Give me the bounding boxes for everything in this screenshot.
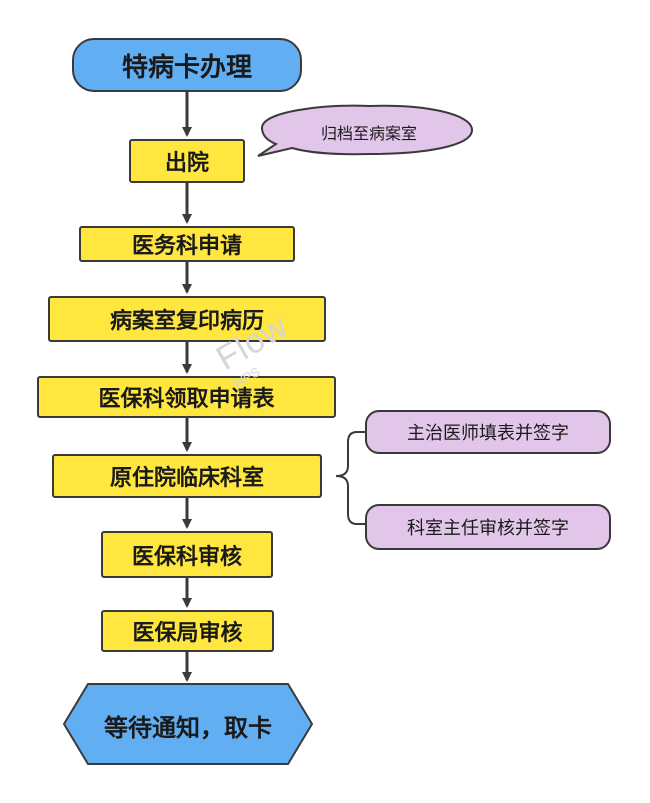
callout-bubble-shape xyxy=(257,104,474,157)
side-note-attending-sign: 主治医师填表并签字 xyxy=(365,410,611,454)
step-insurance-form-label: 医保科领取申请表 xyxy=(98,387,275,412)
start-node-label: 特病卡办理 xyxy=(121,52,252,83)
start-node: 特病卡办理 xyxy=(72,38,302,92)
step-medical-affairs-apply-label: 医务科申请 xyxy=(131,234,242,259)
side-note-attending-sign-label: 主治医师填表并签字 xyxy=(407,423,569,444)
step-medical-affairs-apply: 医务科申请 xyxy=(79,226,295,262)
side-note-director-sign-label: 科室主任审核并签字 xyxy=(407,518,569,539)
step-discharge-label: 出院 xyxy=(164,151,209,176)
step-records-copy-label: 病案室复印病历 xyxy=(109,309,264,334)
callout-label: 归档至病案室 xyxy=(320,124,417,143)
step-original-department-label: 原住院临床科室 xyxy=(109,466,264,491)
step-insurance-form: 医保科领取申请表 xyxy=(37,376,336,418)
end-terminal-shape xyxy=(62,683,314,765)
side-note-brace xyxy=(335,431,365,525)
step-original-department: 原住院临床科室 xyxy=(52,454,322,498)
step-insurance-dept-review-label: 医保科审核 xyxy=(131,544,242,570)
step-records-copy: 病案室复印病历 xyxy=(48,296,326,342)
step-insurance-bureau-review: 医保局审核 xyxy=(101,610,274,652)
side-note-director-sign: 科室主任审核并签字 xyxy=(365,504,611,550)
step-insurance-bureau-review-label: 医保局审核 xyxy=(132,621,243,646)
step-discharge: 出院 xyxy=(129,139,245,183)
step-insurance-dept-review: 医保科审核 xyxy=(101,531,273,578)
end-node-label: 等待通知，取卡 xyxy=(104,714,272,742)
